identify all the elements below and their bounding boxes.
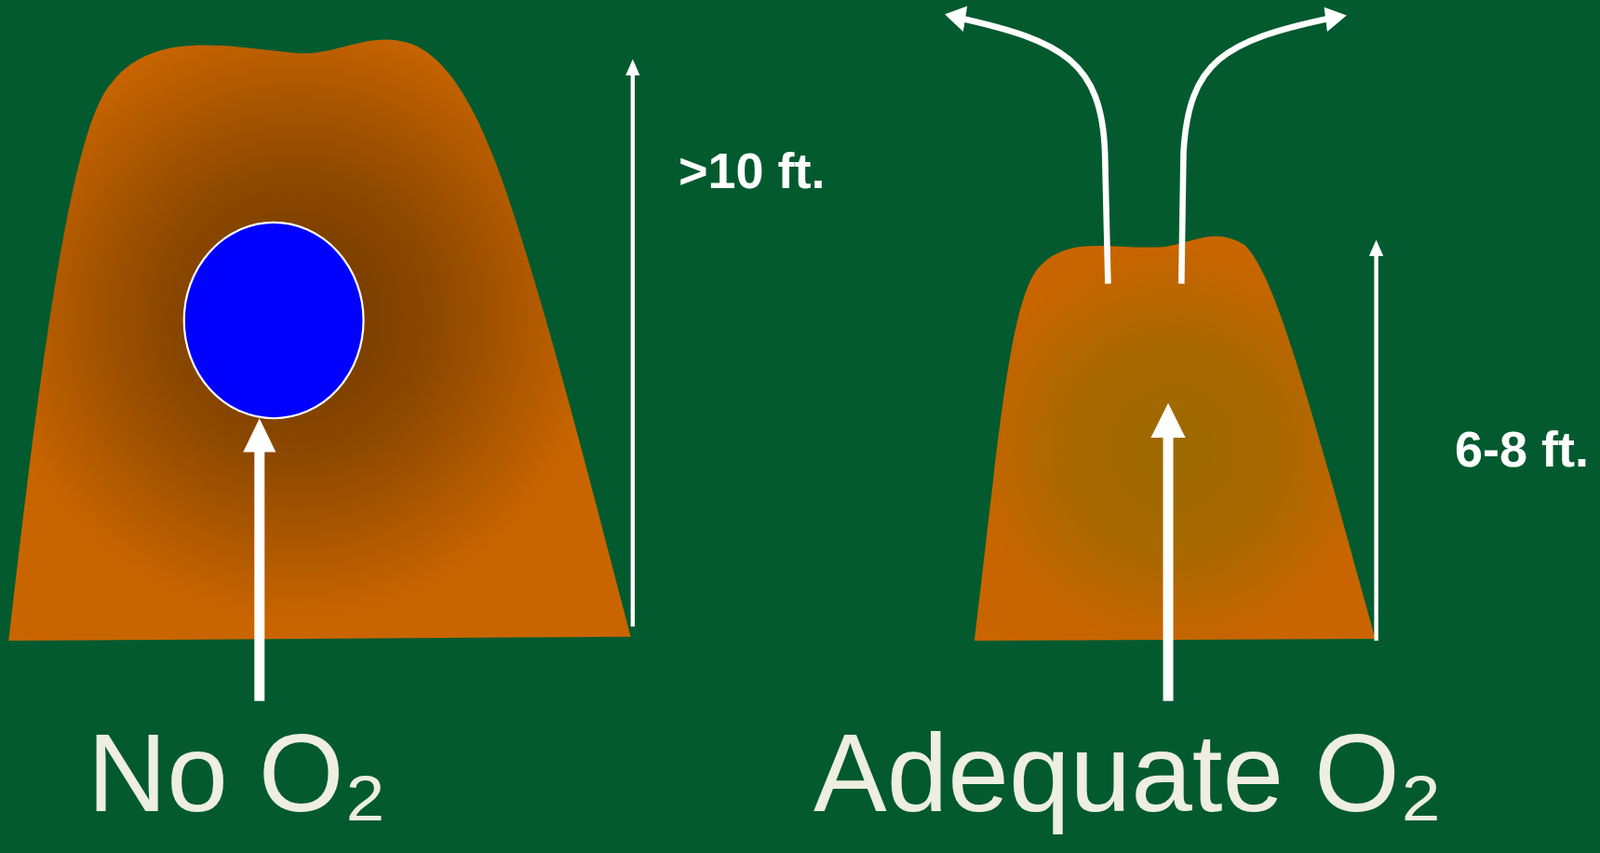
exhaust-arrow [1181,18,1330,284]
height-arrow [631,71,635,627]
exhaust-arrowhead [1324,7,1347,32]
height-arrow [1373,253,1378,641]
air-arrow [254,448,265,701]
height-arrowhead [1369,239,1384,256]
exhaust-arrowhead [944,6,968,32]
height-dimension: 6-8 ft. [1454,423,1589,474]
anaerobic-pile [8,39,631,641]
aerobic-pile [974,236,1376,641]
air-arrowhead [1150,403,1185,438]
height-arrowhead [625,59,640,77]
condition-label: No O₂ [87,717,387,828]
air-arrow [1163,434,1174,701]
height-dimension: >10 ft. [678,145,826,196]
condition-label: Adequate O₂ [813,717,1443,828]
exhaust-arrow [961,18,1109,284]
air-arrowhead [242,417,276,452]
anaerobic-core [184,222,364,418]
